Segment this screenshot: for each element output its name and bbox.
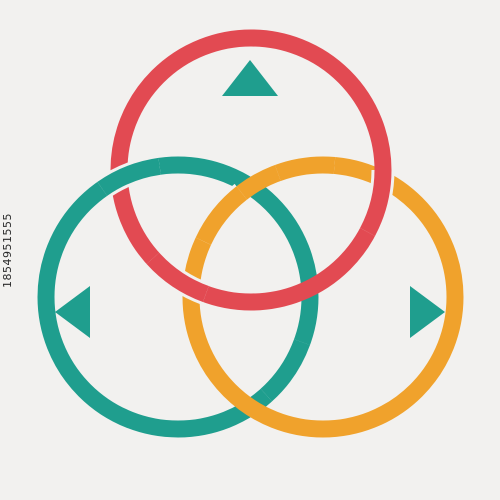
red-over-orange xyxy=(359,169,392,236)
teal-over-orange xyxy=(260,339,311,402)
red-over-teal xyxy=(146,252,209,303)
triangle-right-icon xyxy=(410,286,445,338)
orange-over-teal xyxy=(195,186,248,246)
sidebar-id-label: 1854951555 xyxy=(0,170,14,330)
orange-over-red xyxy=(274,156,336,182)
ring-overlaps xyxy=(95,153,395,404)
sidebar-id-text: 1854951555 xyxy=(0,212,14,288)
triangle-left-icon xyxy=(55,286,90,338)
triangle-up-icon xyxy=(222,60,278,96)
teal-over-red xyxy=(97,157,162,196)
